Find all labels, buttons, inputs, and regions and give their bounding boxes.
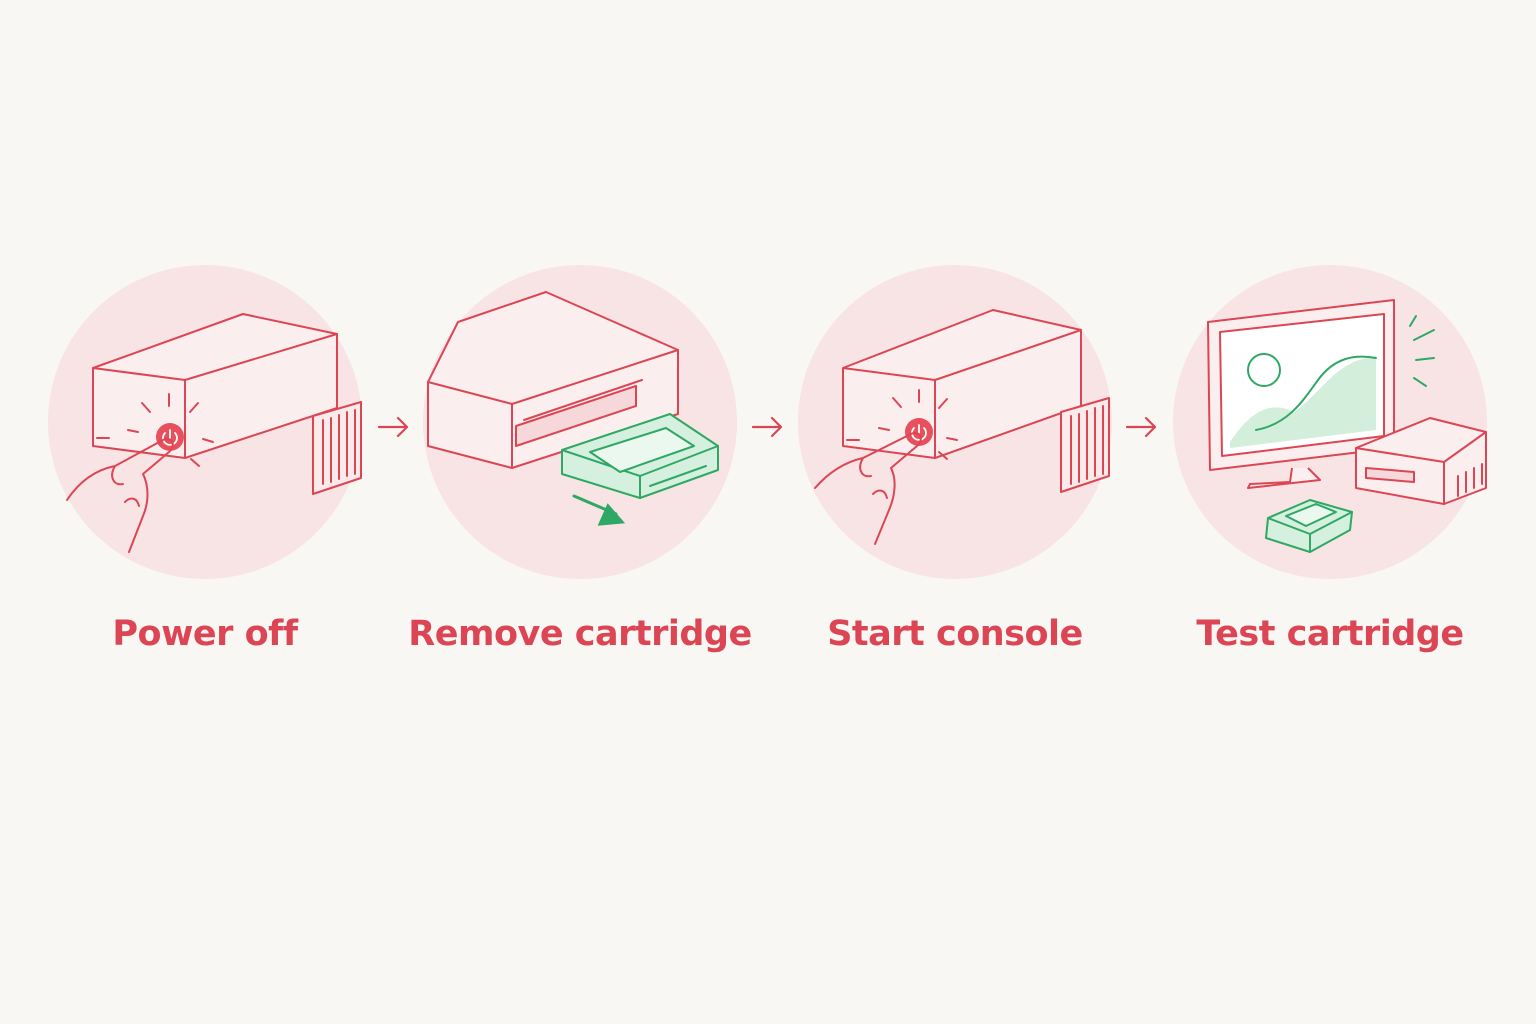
console-icon: [92, 313, 362, 495]
step-label-remove-cartridge: Remove cartridge: [408, 614, 752, 654]
cartridge-icon: [561, 413, 719, 499]
cartridge-icon: [1265, 499, 1353, 553]
step-test-cartridge: Test cartridge: [1170, 262, 1490, 654]
step-label-test-cartridge: Test cartridge: [1196, 614, 1464, 654]
step-remove-cartridge: Remove cartridge: [408, 262, 752, 654]
screen-glow-lines: [1409, 315, 1435, 387]
hand-pointer-icon: [814, 432, 922, 545]
power-button-icon: [156, 423, 184, 451]
eject-arrow-icon: [572, 494, 626, 526]
console-icon: [427, 291, 679, 469]
step-power-off: Power off: [45, 262, 365, 654]
console-start-illustration: [798, 265, 1112, 579]
power-button-icon: [905, 418, 933, 446]
cartridge-eject-illustration: [423, 265, 737, 579]
test-cartridge-illustration: [1173, 265, 1487, 579]
console-power-off-illustration: [48, 265, 362, 579]
monitor-icon: [1207, 299, 1395, 489]
console-icon: [1355, 417, 1487, 505]
step-label-start-console: Start console: [827, 614, 1083, 654]
arrow-right-icon: [377, 416, 409, 438]
landscape-image-icon: [1230, 356, 1376, 448]
sun-icon: [1247, 353, 1281, 387]
arrow-right-icon: [1125, 416, 1157, 438]
step-label-power-off: Power off: [112, 614, 298, 654]
hand-pointer-icon: [66, 438, 174, 553]
press-spark-lines: [127, 393, 214, 467]
press-spark-lines: [878, 389, 958, 460]
arrow-right-icon: [751, 416, 783, 438]
step-start-console: Start console: [795, 262, 1115, 654]
console-icon: [842, 309, 1110, 493]
